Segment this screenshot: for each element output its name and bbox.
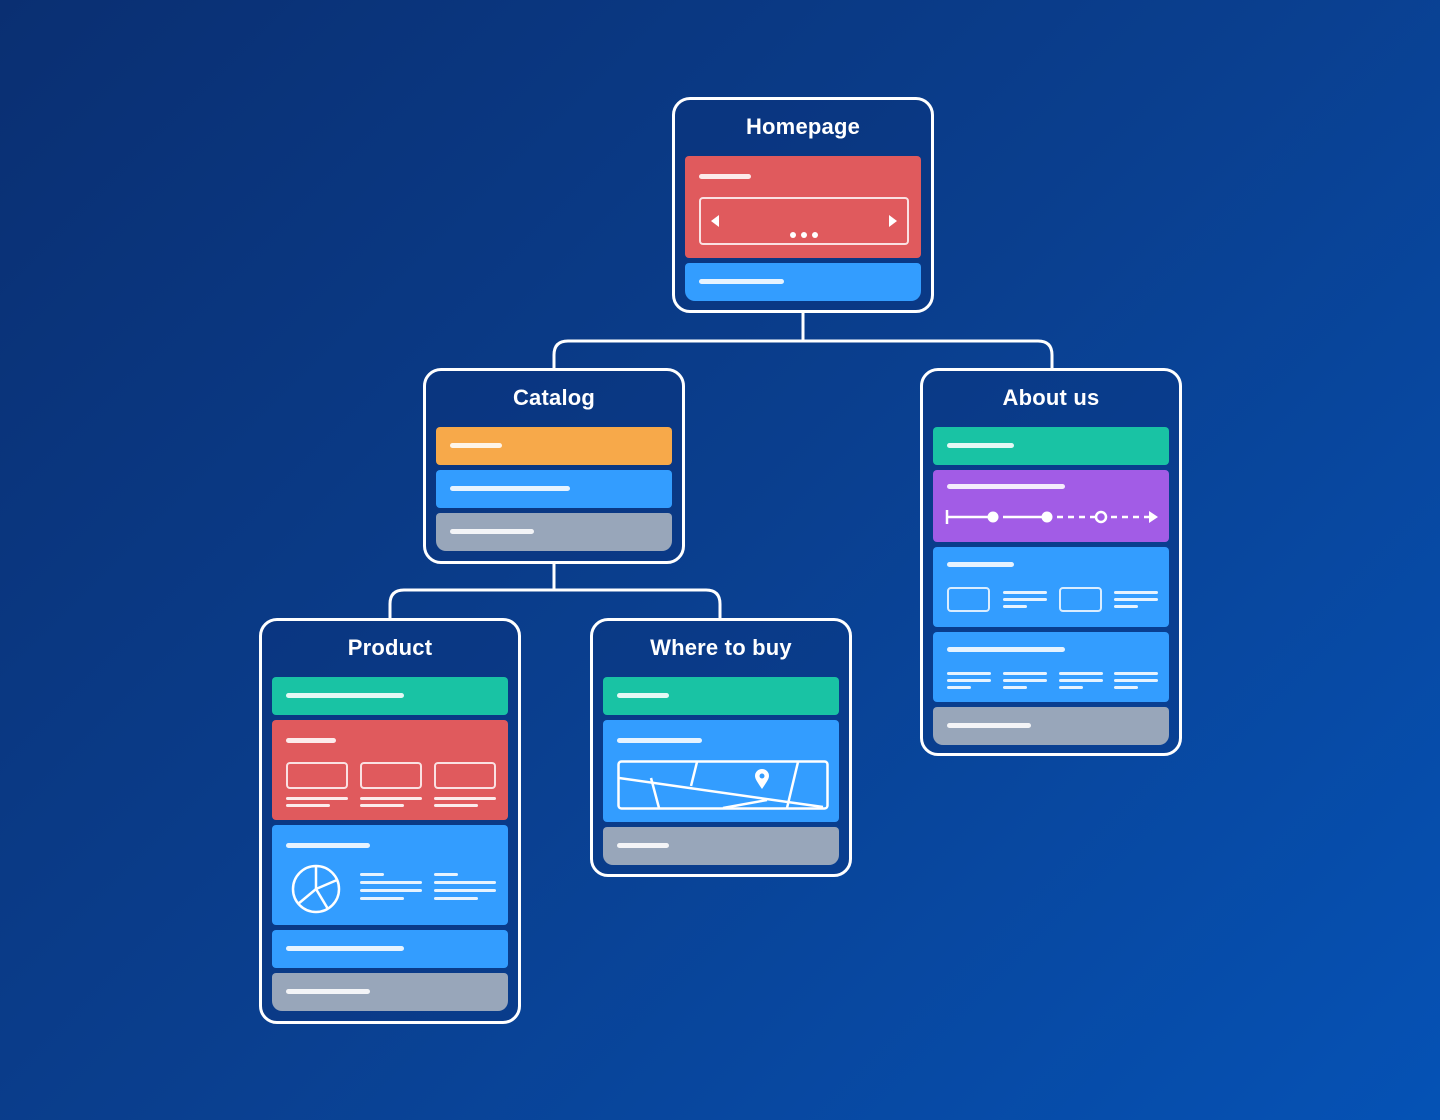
- hero-section: [685, 156, 921, 258]
- text-line: [617, 693, 669, 698]
- text-line: [947, 679, 991, 682]
- text-line: [450, 486, 570, 491]
- text-line: [1003, 605, 1027, 608]
- text-line: [434, 797, 496, 800]
- text-line: [1114, 598, 1158, 601]
- arrow-right-icon: [889, 215, 897, 227]
- footer-section: [933, 707, 1169, 745]
- node-title: Catalog: [512, 385, 596, 410]
- text-line: [434, 873, 458, 876]
- text-line: [286, 843, 370, 848]
- header-section: [436, 427, 672, 465]
- arrow-left-icon: [711, 215, 719, 227]
- text-line: [434, 881, 496, 884]
- text-line: [286, 946, 404, 951]
- text-line: [286, 797, 348, 800]
- text-line: [617, 843, 669, 848]
- cards-section: [933, 547, 1169, 627]
- node-about-us: About us: [920, 368, 1182, 756]
- pie-chart-icon: [291, 864, 341, 914]
- text-line: [947, 647, 1065, 652]
- text-line: [699, 174, 751, 179]
- footer-section: [603, 827, 839, 865]
- text-line: [286, 693, 404, 698]
- text-line: [947, 686, 971, 689]
- card-thumbnail: [1059, 587, 1102, 612]
- product-thumbnail: [286, 762, 348, 789]
- text-line: [947, 723, 1031, 728]
- node-product: Product: [259, 618, 521, 1024]
- node-where-to-buy: Where to buy: [590, 618, 852, 877]
- node-title: About us: [1002, 385, 1100, 410]
- text-line: [450, 529, 534, 534]
- footer-section: [272, 973, 508, 1011]
- product-thumbnail: [360, 762, 422, 789]
- footer-section: [436, 513, 672, 551]
- node-catalog: Catalog: [423, 368, 685, 564]
- text-line: [1003, 672, 1047, 675]
- text-line: [617, 738, 702, 743]
- content-section: [272, 930, 508, 968]
- text-line: [1059, 679, 1103, 682]
- product-thumbnail: [434, 762, 496, 789]
- text-line: [434, 897, 478, 900]
- node-title: Product: [347, 635, 433, 660]
- text-line: [947, 484, 1065, 489]
- node-title: Where to buy: [650, 635, 792, 660]
- text-line: [1059, 686, 1083, 689]
- text-line: [434, 889, 496, 892]
- text-line: [947, 562, 1014, 567]
- edge-homepage-about-us: [803, 339, 1054, 370]
- text-line: [286, 738, 336, 743]
- text-line: [360, 804, 404, 807]
- text-line: [286, 989, 370, 994]
- text-line: [360, 873, 384, 876]
- map-section: [603, 720, 839, 822]
- text-line: [1003, 598, 1047, 601]
- text-line: [1003, 679, 1047, 682]
- text-line: [947, 672, 991, 675]
- node-homepage: Homepage: [672, 97, 934, 313]
- header-section: [603, 677, 839, 715]
- dots-icon: [790, 232, 818, 238]
- text-line: [699, 279, 784, 284]
- text-line: [1059, 672, 1103, 675]
- content-section: [436, 470, 672, 508]
- header-section: [933, 427, 1169, 465]
- text-line: [1114, 679, 1158, 682]
- text-line: [360, 889, 422, 892]
- text-line: [1003, 591, 1047, 594]
- product-gallery-section: [272, 720, 508, 820]
- edge-homepage-catalog: [552, 312, 805, 370]
- text-line: [1114, 591, 1158, 594]
- text-line: [1114, 605, 1138, 608]
- text-line: [360, 797, 422, 800]
- timeline-icon: [945, 510, 1158, 524]
- content-section: [685, 263, 921, 301]
- text-line: [947, 443, 1014, 448]
- slider-icon: [699, 197, 909, 245]
- card-thumbnail: [947, 587, 990, 612]
- text-line: [450, 443, 502, 448]
- node-title: Homepage: [745, 114, 861, 139]
- text-line: [360, 897, 404, 900]
- map-icon: [617, 760, 829, 810]
- text-line: [1114, 686, 1138, 689]
- text-line: [1114, 672, 1158, 675]
- text-line: [434, 804, 478, 807]
- text-line: [360, 881, 422, 884]
- timeline-section: [933, 470, 1169, 542]
- text-columns-section: [933, 632, 1169, 702]
- text-line: [1003, 686, 1027, 689]
- map-pin-icon: [755, 769, 769, 789]
- text-line: [286, 804, 330, 807]
- edge-catalog-where-to-buy: [554, 588, 722, 620]
- edge-catalog-product: [388, 563, 556, 620]
- stats-section: [272, 825, 508, 925]
- header-section: [272, 677, 508, 715]
